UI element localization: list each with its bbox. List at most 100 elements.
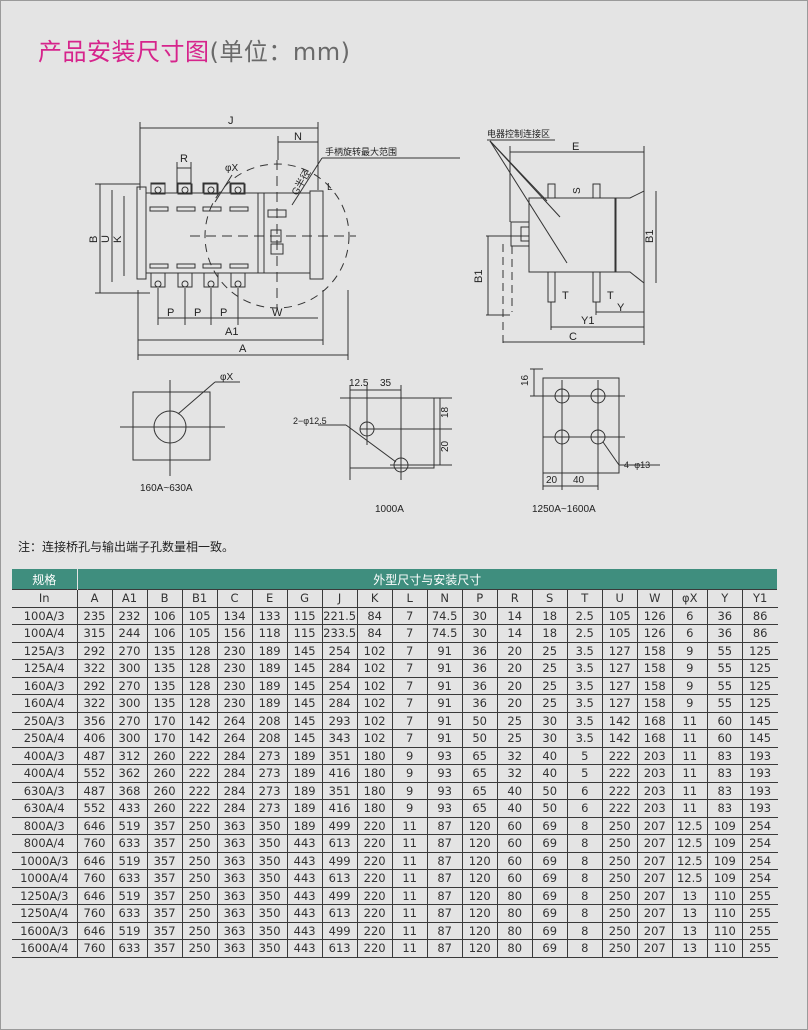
value-cell: 158: [636, 694, 673, 713]
dim-E: E: [572, 141, 579, 153]
value-cell: 25: [496, 711, 533, 730]
value-cell: 760: [76, 834, 113, 853]
value-cell: 230: [216, 694, 253, 713]
dim-20: 20: [440, 440, 451, 452]
value-cell: 250: [181, 886, 218, 905]
value-cell: 284: [216, 764, 253, 783]
value-cell: 250: [181, 921, 218, 940]
value-cell: 69: [531, 834, 568, 853]
value-cell: 207: [636, 939, 673, 958]
value-cell: 180: [356, 746, 393, 765]
top-terminals: [150, 183, 246, 195]
value-cell: 86: [741, 624, 778, 643]
value-cell: 416: [321, 764, 358, 783]
value-cell: 270: [111, 641, 148, 660]
value-cell: 25: [531, 641, 568, 660]
dim-S: S: [572, 187, 583, 194]
value-cell: 519: [111, 851, 148, 870]
value-cell: 105: [601, 606, 638, 625]
value-cell: 264: [216, 729, 253, 748]
value-cell: 18: [531, 624, 568, 643]
value-cell: 11: [671, 711, 708, 730]
value-cell: 292: [76, 641, 113, 660]
dim-A: A: [239, 343, 247, 355]
value-cell: 87: [426, 921, 463, 940]
value-cell: 5: [566, 764, 603, 783]
value-cell: 69: [531, 904, 568, 923]
value-cell: 220: [356, 886, 393, 905]
caption-1000: 1000A: [375, 504, 404, 515]
value-cell: 126: [636, 606, 673, 625]
value-cell: 292: [76, 676, 113, 695]
value-cell: 9: [391, 746, 428, 765]
value-cell: 189: [286, 781, 323, 800]
page-title: 产品安装尺寸图(单位：mm): [38, 32, 350, 67]
dim-16: 16: [520, 374, 531, 386]
value-cell: 250: [181, 939, 218, 958]
side-view-drawing: 电器控制连接区 E S B1 B1 T T Y Y1 C: [473, 128, 657, 345]
value-cell: 363: [216, 886, 253, 905]
value-cell: 11: [391, 939, 428, 958]
value-cell: 250: [181, 869, 218, 888]
value-cell: 105: [601, 624, 638, 643]
value-cell: 87: [426, 939, 463, 958]
dim-P2: P: [194, 307, 201, 319]
value-cell: 168: [636, 711, 673, 730]
value-cell: 519: [111, 886, 148, 905]
value-cell: 208: [251, 711, 288, 730]
value-cell: 613: [321, 939, 358, 958]
value-cell: 350: [251, 834, 288, 853]
value-cell: 6: [566, 781, 603, 800]
value-cell: 357: [146, 869, 183, 888]
value-cell: 357: [146, 904, 183, 923]
value-cell: 284: [216, 781, 253, 800]
value-cell: 613: [321, 904, 358, 923]
value-cell: 222: [601, 781, 638, 800]
value-cell: 20: [496, 641, 533, 660]
dim-L: L: [327, 182, 333, 193]
value-cell: 11: [671, 729, 708, 748]
value-cell: 300: [111, 694, 148, 713]
value-cell: 315: [76, 624, 113, 643]
value-cell: 203: [636, 799, 673, 818]
value-cell: 189: [286, 746, 323, 765]
value-cell: 250: [181, 834, 218, 853]
value-cell: 128: [181, 641, 218, 660]
value-cell: 363: [216, 834, 253, 853]
value-cell: 80: [496, 886, 533, 905]
dim-T1: T: [562, 290, 569, 302]
value-cell: 6: [566, 799, 603, 818]
value-cell: 222: [181, 764, 218, 783]
drawings: J N R φX G半径 L B U K P P P W A1 A 手柄旋转最大…: [88, 115, 660, 515]
value-cell: 350: [251, 869, 288, 888]
column-header: S: [531, 589, 568, 608]
value-cell: 9: [391, 764, 428, 783]
value-cell: 2.5: [566, 606, 603, 625]
value-cell: 125: [741, 676, 778, 695]
spec-cell: 100A/4: [12, 624, 78, 643]
value-cell: 50: [531, 799, 568, 818]
value-cell: 145: [286, 711, 323, 730]
value-cell: 633: [111, 869, 148, 888]
value-cell: 443: [286, 921, 323, 940]
value-cell: 30: [531, 711, 568, 730]
column-header: A: [76, 589, 113, 608]
column-header: N: [426, 589, 463, 608]
value-cell: 7: [391, 606, 428, 625]
value-cell: 250: [181, 851, 218, 870]
spec-cell: 250A/3: [12, 711, 78, 730]
value-cell: 36: [461, 694, 498, 713]
value-cell: 254: [321, 641, 358, 660]
value-cell: 134: [216, 606, 253, 625]
value-cell: 8: [566, 869, 603, 888]
value-cell: 120: [461, 886, 498, 905]
value-cell: 260: [146, 799, 183, 818]
value-cell: 91: [426, 729, 463, 748]
value-cell: 102: [356, 729, 393, 748]
value-cell: 3.5: [566, 729, 603, 748]
spec-cell: 250A/4: [12, 729, 78, 748]
column-header: R: [496, 589, 533, 608]
